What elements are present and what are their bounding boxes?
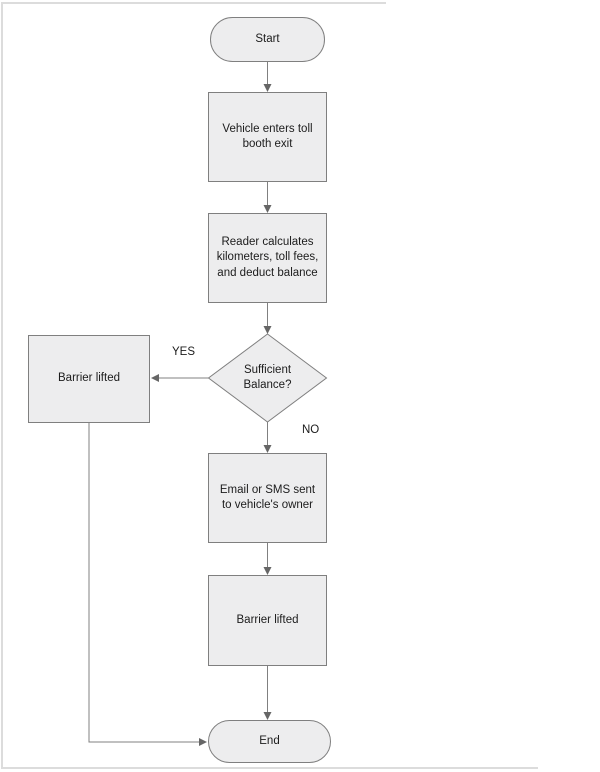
page-border-bottom: [1, 767, 538, 769]
flowchart-node-end: End: [208, 720, 331, 763]
node-label: Start: [255, 32, 280, 45]
edge-email-to-barrier: [263, 543, 272, 575]
flowchart-node-reader-calculates: Reader calculates kilometers, toll fees,…: [208, 213, 327, 303]
flowchart-node-enter-booth: Vehicle enters toll booth exit: [208, 92, 327, 182]
page-border-left: [1, 2, 3, 768]
branch-label-no: NO: [302, 424, 320, 436]
edge-decision-yes-to-barrier: [151, 374, 209, 382]
flowchart-node-start: Start: [210, 17, 325, 62]
edge-reader-to-decision: [263, 303, 272, 334]
node-label: Email or SMS sent to vehicle's owner: [219, 483, 316, 511]
node-label: End: [259, 734, 280, 747]
flowchart-node-decision-label: Sufficient Balance?: [222, 363, 313, 393]
edge-barrier-to-end: [263, 666, 272, 720]
node-label: Barrier lifted: [236, 613, 299, 626]
edge-start-to-enter-booth: [263, 62, 272, 92]
flowchart-node-barrier-lifted-no: Barrier lifted: [208, 575, 327, 666]
flowchart-node-barrier-lifted-yes: Barrier lifted: [28, 335, 150, 423]
node-label: Barrier lifted: [58, 372, 120, 385]
edge-yes-barrier-to-end: [88, 423, 207, 746]
node-label: Sufficient Balance?: [243, 363, 292, 391]
node-label: Vehicle enters toll booth exit: [222, 122, 313, 150]
page-border-top: [1, 2, 386, 4]
edge-decision-no-to-email: [263, 422, 272, 453]
edge-enter-booth-to-reader: [263, 182, 272, 213]
flowchart-node-email-sms: Email or SMS sent to vehicle's owner: [208, 453, 327, 543]
branch-label-yes: YES: [172, 346, 196, 358]
node-label: Reader calculates kilometers, toll fees,…: [216, 236, 319, 279]
